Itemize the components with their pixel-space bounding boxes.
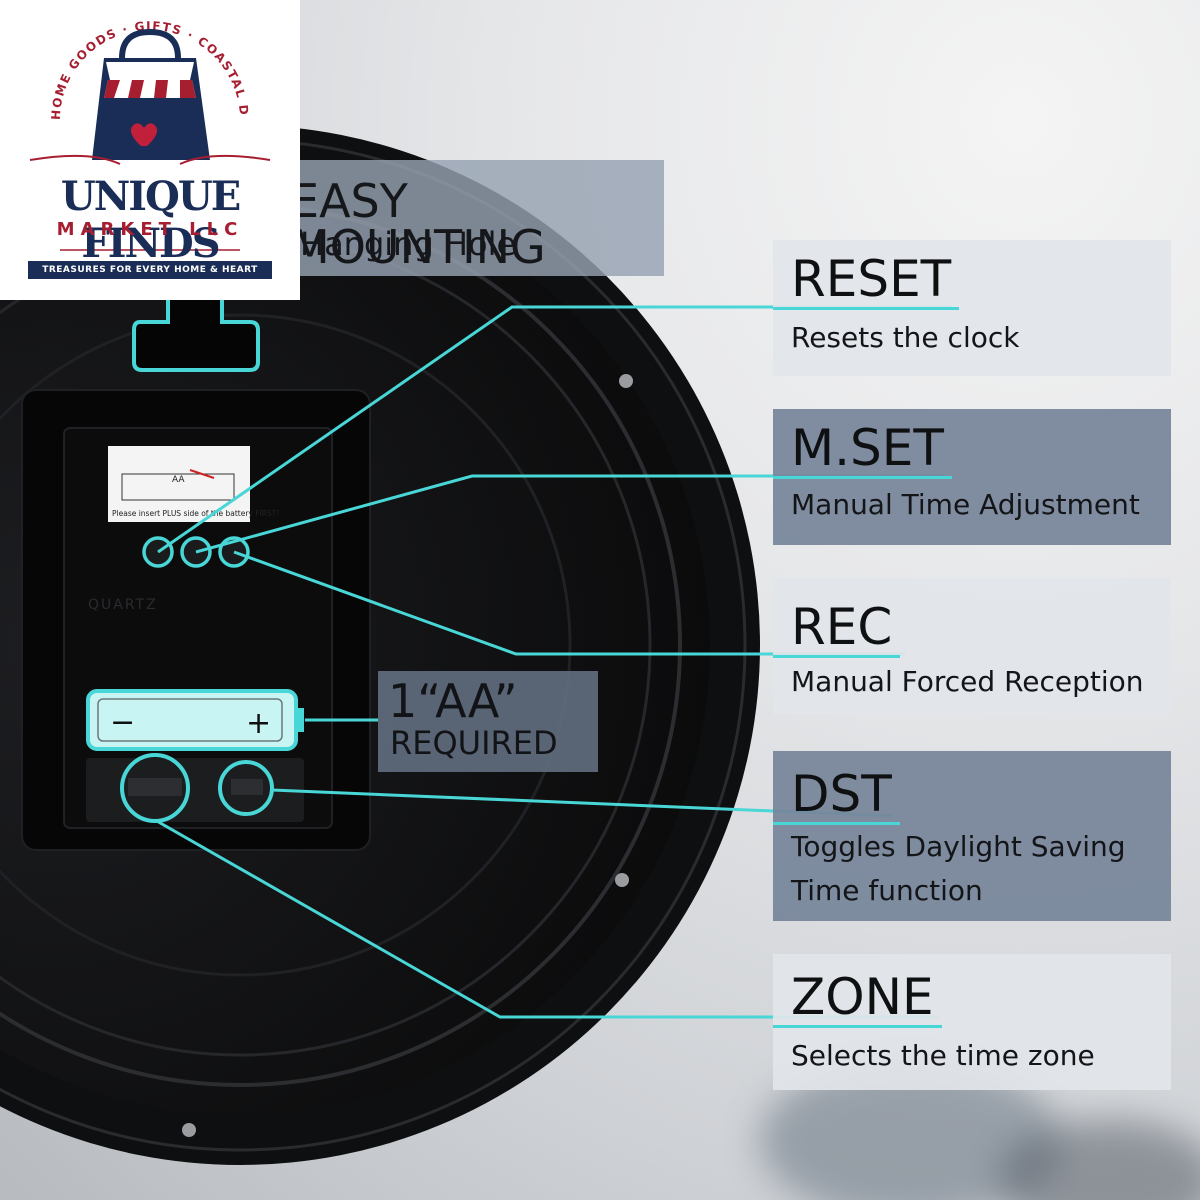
feature-title: ZONE [773, 972, 942, 1028]
feature-desc: Manual Time Adjustment [791, 488, 1140, 521]
sticker-mini-label: AA [172, 475, 185, 485]
battery-plus-sign: + [246, 706, 271, 741]
mounting-subtitle: Hanging Hole [300, 225, 517, 263]
title-underline [773, 476, 952, 479]
battery-callout: 1“AA” REQUIRED [378, 671, 598, 772]
dst-switch-ring [218, 760, 274, 816]
feature-desc: Resets the clock [791, 321, 1020, 354]
screw [182, 1123, 196, 1137]
title-underline [773, 1025, 942, 1028]
title-underline [773, 307, 960, 310]
screw [619, 374, 633, 388]
battery-inner [97, 698, 283, 742]
dst-switch [231, 779, 263, 795]
quartz-label: QUARTZ [88, 597, 158, 613]
sticker-battery-outline [121, 473, 235, 501]
feature-desc: Manual Forced Reception [791, 665, 1144, 698]
mounting-title: EASY MOUNTING [290, 174, 546, 274]
feature-title: RESET [773, 254, 960, 310]
mounting-callout: EASY MOUNTING Hanging Hole [240, 160, 664, 276]
switch-housing [86, 758, 304, 822]
brand-logo: HOME GOODS · GIFTS · COASTAL DECOR UNIQU… [0, 0, 300, 300]
brand-name-line2: MARKET LLC [56, 219, 244, 240]
hanging-hole [132, 298, 260, 372]
battery-count: 1“AA” [388, 674, 518, 728]
battery-minus-sign: − [110, 705, 135, 740]
sticker-arrow [189, 469, 215, 479]
feature-title: M.SET [773, 423, 952, 479]
title-underline [773, 655, 901, 658]
zone-switch [128, 778, 182, 796]
brand-tagline: TREASURES FOR EVERY HOME & HEART [28, 261, 272, 279]
shopping-bag-icon: HOME GOODS · GIFTS · COASTAL DECOR [0, 0, 271, 251]
battery-required: REQUIRED [390, 724, 558, 762]
feature-panel-dst: DST Toggles Daylight Saving Time functio… [773, 751, 1171, 921]
screw [615, 873, 629, 887]
battery-terminal [296, 708, 304, 732]
feature-title: DST [773, 769, 900, 825]
feature-panel-mset: M.SET Manual Time Adjustment [773, 409, 1171, 545]
brand-name-line1: UNIQUE FINDS [60, 173, 241, 267]
clock-ring [0, 313, 572, 977]
feature-desc: Selects the time zone [791, 1039, 1095, 1072]
title-underline [773, 822, 900, 825]
feature-panel-rec: REC Manual Forced Reception [773, 578, 1171, 714]
feature-desc: Time function [791, 874, 983, 907]
sticker-text: Please insert PLUS side of the battery F… [112, 509, 279, 518]
feature-title: REC [773, 602, 901, 658]
battery-sticker [108, 446, 250, 522]
feature-panel-zone: ZONE Selects the time zone [773, 954, 1171, 1090]
feature-panel-reset: RESET Resets the clock [773, 240, 1171, 376]
feature-desc: Toggles Daylight Saving [791, 830, 1126, 863]
